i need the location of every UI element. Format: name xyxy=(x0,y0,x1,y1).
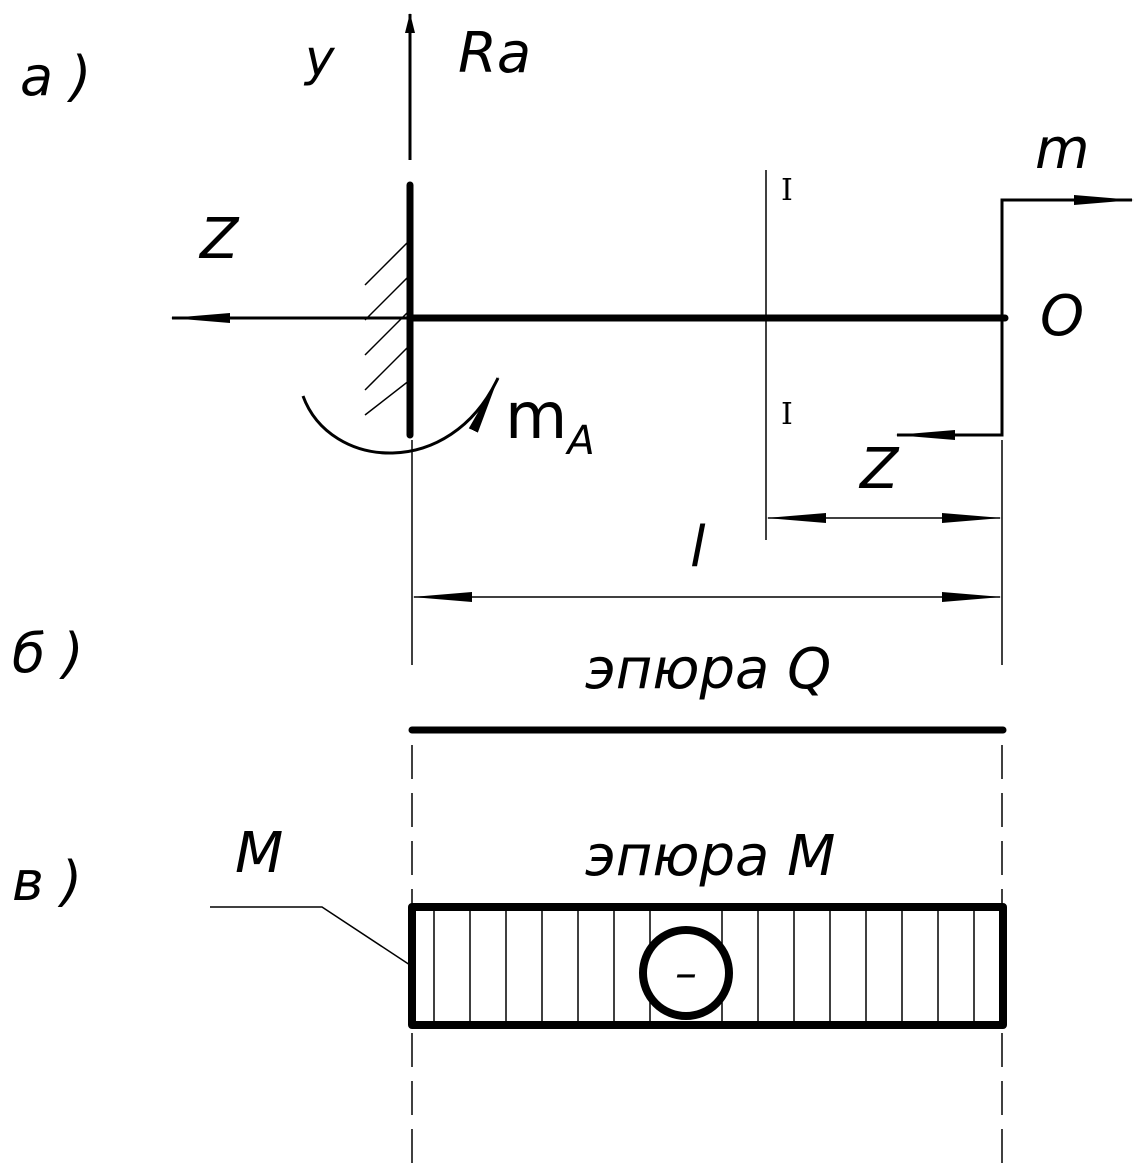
part-b-label: б ) xyxy=(12,622,84,685)
diagram-m-rect xyxy=(408,903,1007,1029)
section-bottom-label: I xyxy=(781,397,793,432)
local-z-arrow xyxy=(895,318,1004,440)
wall-hatching xyxy=(364,239,411,416)
moment-m-label: m xyxy=(1035,117,1090,182)
diagram-m-hatching xyxy=(433,907,975,1025)
diagram-m-title: эпюра M xyxy=(585,824,835,889)
support-moment-label: mA xyxy=(505,380,595,464)
part-a-label: а ) xyxy=(20,45,91,108)
part-c-label: в ) xyxy=(12,850,82,913)
m-leader-line xyxy=(210,906,411,966)
length-label: l xyxy=(690,515,706,580)
z-axis-label: Z xyxy=(198,207,240,272)
support-moment-m: m xyxy=(505,380,567,454)
moment-m-arrow xyxy=(1000,195,1134,318)
negative-sign-circle xyxy=(639,926,733,1020)
point-o-label: O xyxy=(1040,284,1084,349)
local-z-label: Z xyxy=(858,437,900,502)
support-moment-sub: A xyxy=(564,418,594,464)
y-axis-label: y xyxy=(303,29,336,87)
section-top-label: I xyxy=(781,173,793,208)
negative-sign: – xyxy=(675,948,697,999)
m-leader-label: M xyxy=(235,821,283,886)
support-moment-arrow xyxy=(301,376,500,455)
diagram-q-title: эпюра Q xyxy=(585,637,831,702)
reaction-label: Ra xyxy=(458,21,531,86)
